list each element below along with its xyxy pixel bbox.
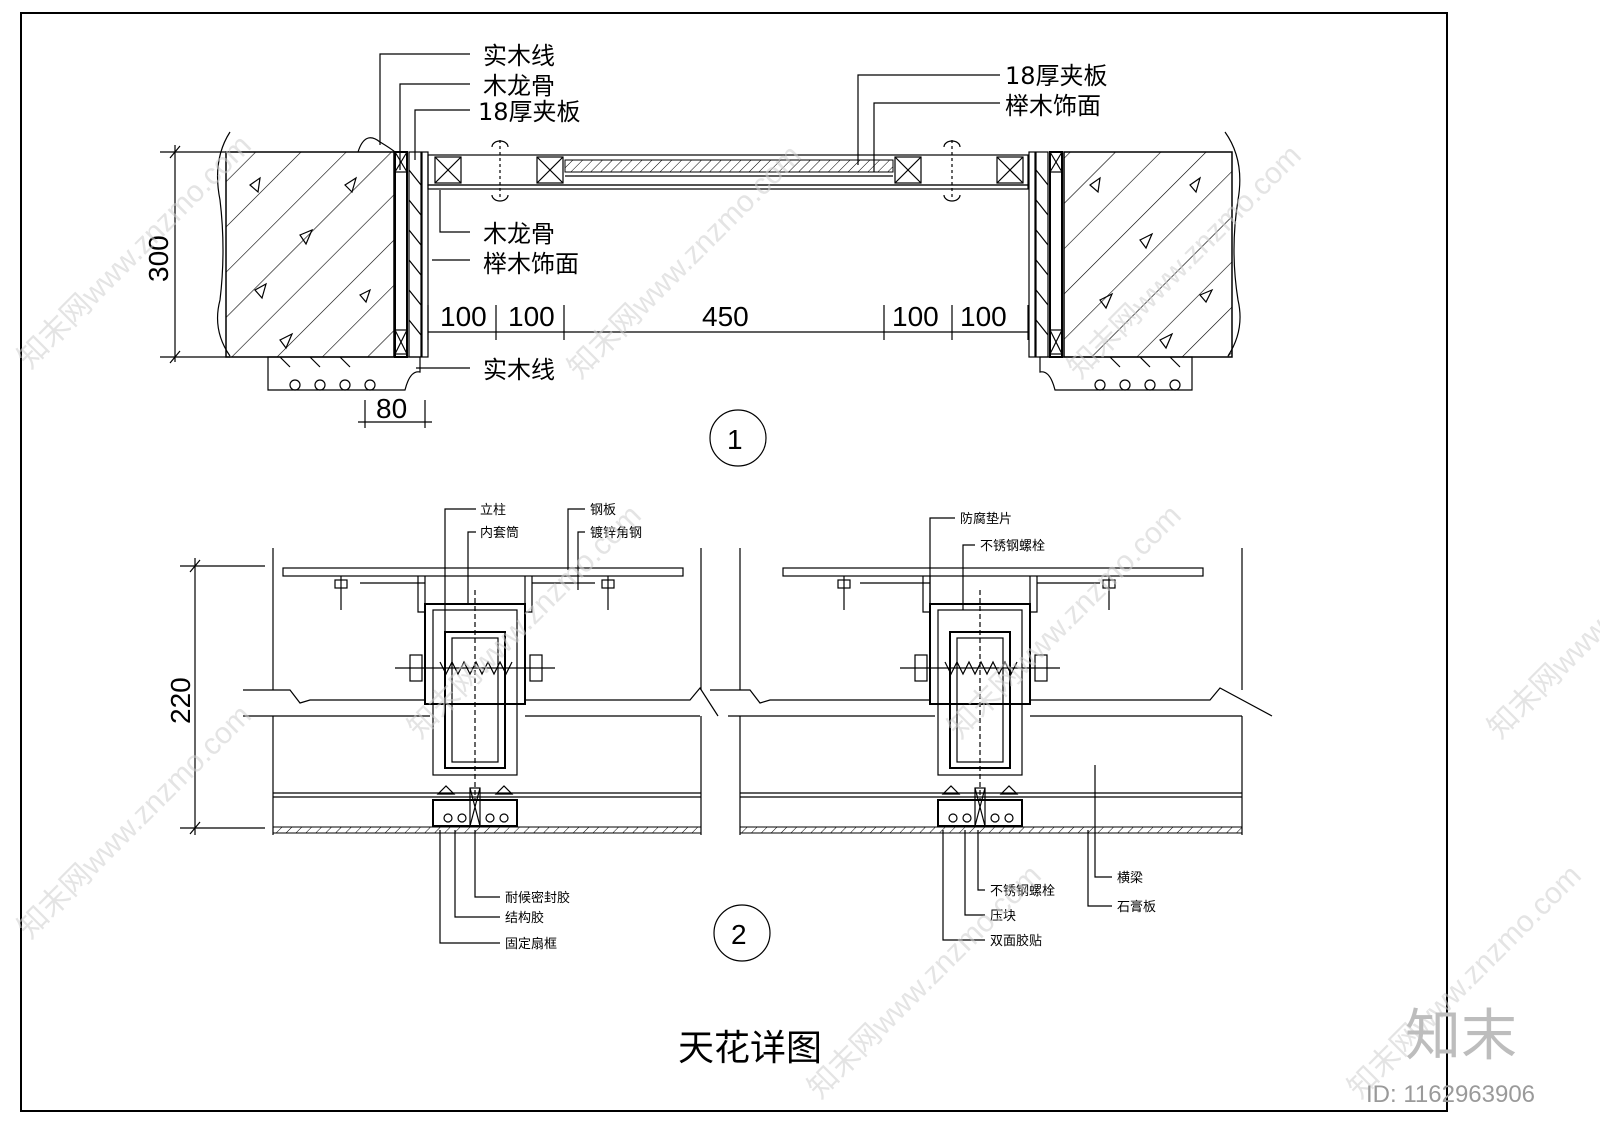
detail-1: 300 100 100 450 100 100 80	[143, 42, 1241, 467]
dim-300-text: 300	[143, 235, 174, 282]
label-gypsum: 石膏板	[1117, 899, 1156, 915]
label-column: 立柱	[480, 503, 506, 518]
label-beech-2: 榉木饰面	[483, 250, 579, 278]
dim-w2: 100	[508, 301, 555, 332]
dim-w1: 100	[440, 301, 487, 332]
label-double-tape: 双面胶贴	[990, 933, 1042, 949]
dim-80: 80	[358, 393, 432, 428]
label-beam: 横梁	[1117, 871, 1143, 886]
label-plywood-1: 18厚夹板	[478, 98, 581, 126]
watermark-id: ID: 1162963906	[1366, 1081, 1535, 1108]
svg-text:知末网www.znzmo.com: 知末网www.znzmo.com	[942, 499, 1188, 745]
label-sleeve: 内套筒	[480, 525, 519, 541]
dim-w5: 100	[960, 301, 1007, 332]
dim-220: 220	[165, 558, 265, 835]
label-beech-1: 榉木饰面	[1005, 92, 1101, 120]
drawing-frame	[20, 12, 1448, 1112]
d2-left	[243, 548, 719, 835]
label-struct-glue: 结构胶	[505, 910, 544, 926]
leaders-1	[379, 53, 1000, 369]
label-wood-keel-1: 木龙骨	[483, 72, 555, 100]
svg-text:知末网www.znzmo.com: 知末网www.znzmo.com	[1482, 499, 1600, 745]
label-ss-bolt-top: 不锈钢螺栓	[980, 539, 1045, 554]
dim-chain: 100 100 450 100 100	[427, 301, 1029, 340]
dim-300: 300	[143, 145, 230, 364]
label-ss-bolt-bottom: 不锈钢螺栓	[990, 884, 1055, 899]
dim-w4: 100	[892, 301, 939, 332]
trim-left	[267, 356, 421, 391]
svg-text:1: 1	[727, 424, 743, 455]
concrete-right	[1063, 131, 1241, 358]
right-lining	[1028, 151, 1063, 358]
svg-text:知末网www.znzmo.com: 知末网www.znzmo.com	[12, 699, 258, 945]
label-galv-angle: 镀锌角钢	[590, 525, 642, 541]
label-weather-seal: 耐候密封胶	[505, 890, 570, 906]
svg-text:知末网www.znzmo.com: 知末网www.znzmo.com	[802, 859, 1048, 1105]
ceiling-frame	[427, 140, 1029, 202]
label-fixed-frame: 固定扇框	[505, 936, 557, 952]
drawing-title: 天花详图	[678, 1028, 822, 1069]
watermark-brand: 知末	[1405, 1004, 1517, 1069]
detail-2: 220	[165, 503, 1273, 962]
label-plywood-2: 18厚夹板	[1005, 62, 1108, 90]
detail-marker-1: 1	[709, 409, 767, 467]
label-anticorr-pad: 防腐垫片	[960, 511, 1012, 527]
detail-marker-2: 2	[713, 904, 771, 962]
left-lining	[394, 151, 429, 358]
svg-text:2: 2	[731, 919, 747, 950]
concrete-left	[216, 131, 395, 358]
dim-w3: 450	[702, 301, 749, 332]
trim-right	[1039, 356, 1193, 391]
label-solid-wood-1: 实木线	[483, 42, 555, 70]
dim-220-text: 220	[165, 677, 196, 724]
svg-text:知末网www.znzmo.com: 知末网www.znzmo.com	[402, 499, 648, 745]
label-press-block: 压块	[990, 909, 1016, 924]
label-wood-keel-2: 木龙骨	[483, 220, 555, 248]
label-solid-wood-2: 实木线	[483, 356, 555, 384]
leaders-2	[439, 508, 1112, 944]
dim-80-text: 80	[376, 393, 407, 424]
label-steel-plate: 钢板	[590, 503, 616, 518]
